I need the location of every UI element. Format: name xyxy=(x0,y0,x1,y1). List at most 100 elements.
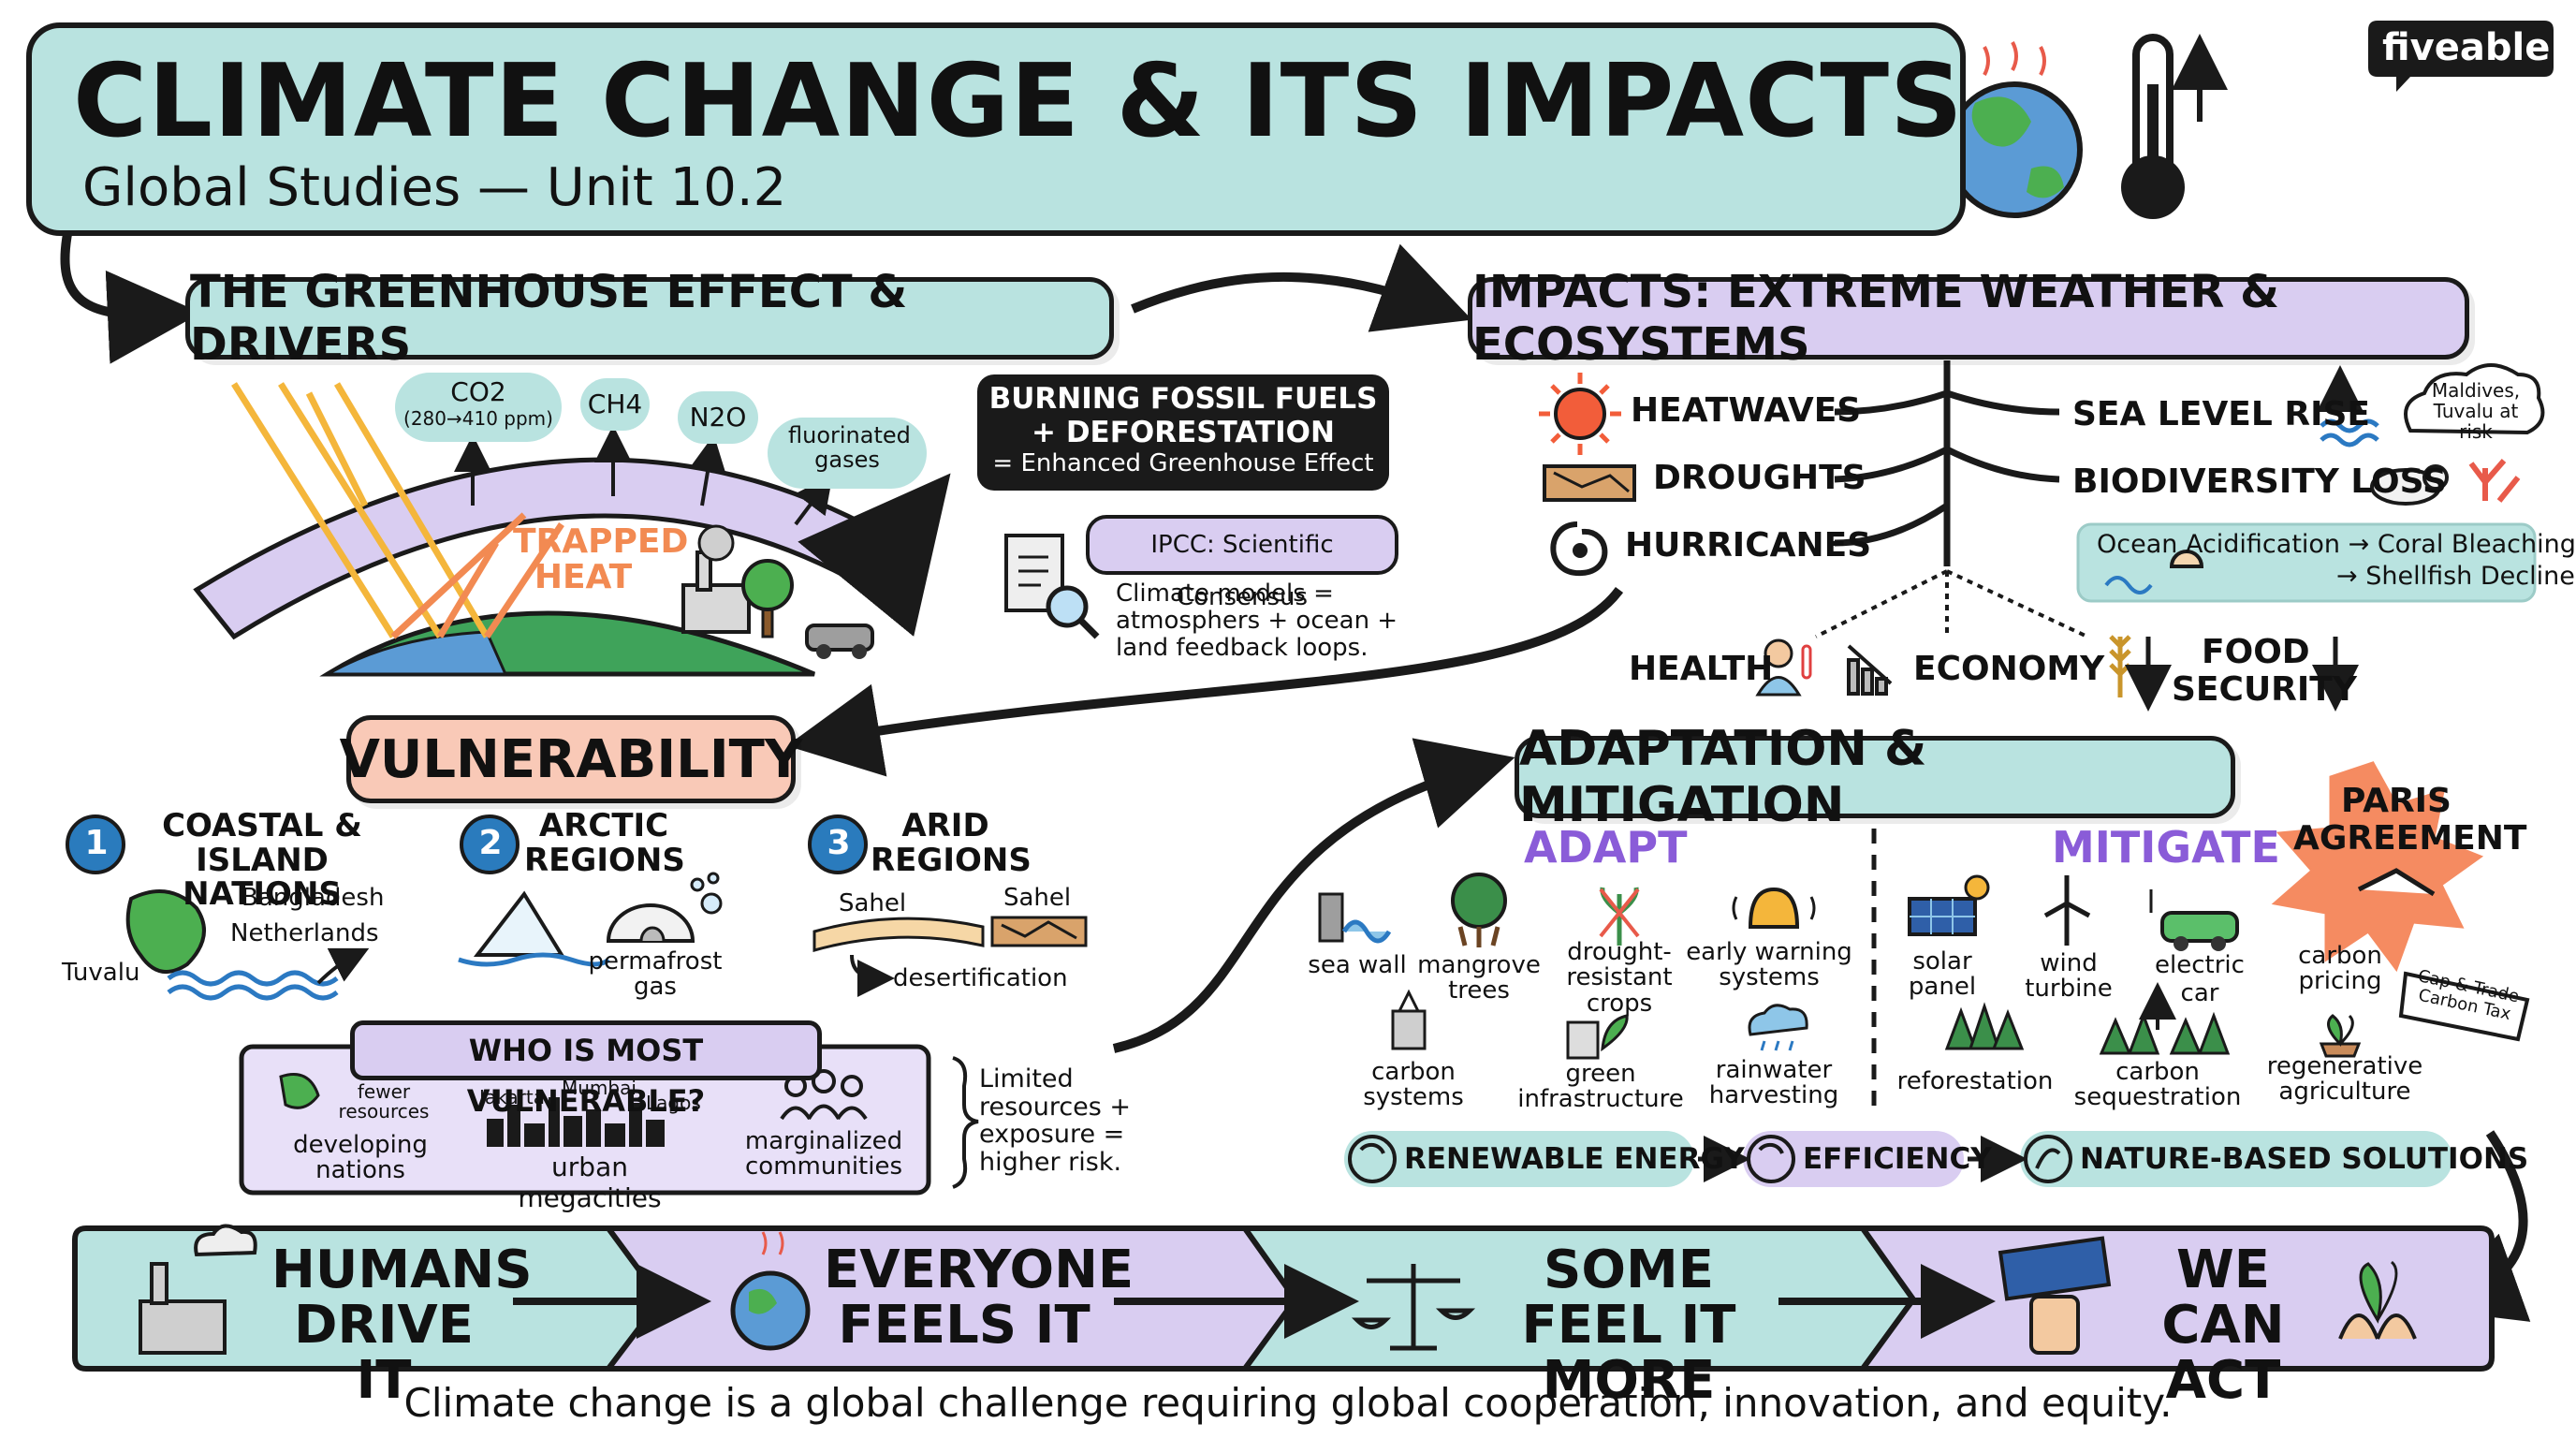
arrow-greenhouse-to-impacts xyxy=(1131,243,1472,332)
desertification-label: desertification xyxy=(893,964,1068,992)
page-title: CLIMATE CHANGE & ITS IMPACTS xyxy=(73,43,1964,160)
co2-bubble: CO2 (280→410 ppm) xyxy=(395,373,562,442)
cracked-ground-icon xyxy=(1543,464,1636,502)
fluorinated-bubble: fluorinated gases xyxy=(768,418,927,489)
title-banner xyxy=(26,22,1966,236)
alarm-bell-icon xyxy=(1732,887,1816,929)
economy-label: ECONOMY xyxy=(1913,650,2105,688)
drivers-line2: + DEFORESTATION xyxy=(1032,416,1335,449)
impacts-tree xyxy=(1834,360,2060,566)
sequestration-trees-icon xyxy=(2099,982,2231,1055)
region-arid-title: ARID REGIONS xyxy=(871,807,1032,879)
crop-icon xyxy=(1599,887,1640,946)
adapt-item-green-infra: green infrastructure xyxy=(1517,1060,1684,1114)
thermometer-icon xyxy=(2121,34,2228,219)
scales-icon xyxy=(1351,1264,1476,1351)
down-arrows xyxy=(2125,637,2359,712)
arid-land-icon xyxy=(812,916,1088,952)
desertification-arrow xyxy=(850,954,895,997)
impacts-dotted-links xyxy=(1815,569,2088,638)
adapt-item-carbon-systems: carbon systems xyxy=(1363,1058,1464,1112)
cloud-shape xyxy=(2404,363,2545,435)
hurricane-icon xyxy=(1550,521,1608,577)
fewer-resources-label: fewer resources xyxy=(338,1080,430,1123)
green-building-icon xyxy=(1566,1014,1629,1060)
climate-models-note: Climate models = atmosphers + ocean + la… xyxy=(1116,580,1398,663)
health-label: HEALTH xyxy=(1629,650,1774,688)
drivers-line3: = Enhanced Greenhouse Effect xyxy=(992,449,1374,477)
biodiversity-label: BIODIVERSITY LOSS xyxy=(2072,462,2447,501)
arrow-vulnerability-to-adaptation xyxy=(1112,738,1515,1053)
sea-wall-icon xyxy=(1318,892,1392,944)
tuvalu-label: Tuvalu xyxy=(62,959,140,987)
impacts-heading: IMPACTS: EXTREME WEATHER & ECOSYSTEMS xyxy=(1468,266,2469,371)
adapt-item-warning: early warning systems xyxy=(1686,938,1852,992)
cycle-icons xyxy=(1348,1135,2072,1183)
flow-renewable-label: RENEWABLE ENERGY xyxy=(1404,1142,1745,1176)
ocean-acidification-line2: → Shellfish Decline xyxy=(2336,562,2575,591)
carbon-capture-icon xyxy=(1391,989,1427,1050)
adapt-item-crops: drought-resistant crops xyxy=(1566,938,1673,1018)
adapt-item-rainwater: rainwater harvesting xyxy=(1708,1056,1839,1110)
bubbles-icon xyxy=(690,872,723,915)
co2-range: (280→410 ppm) xyxy=(403,407,553,430)
flow-pill-renewable xyxy=(1344,1131,1694,1187)
vulnerability-heading-text: VULNERABILITY xyxy=(339,728,803,790)
globe-icon xyxy=(1946,41,2083,218)
flow-pill-nature xyxy=(2020,1131,2452,1187)
footer-tagline: Climate change is a global challenge req… xyxy=(403,1380,2173,1426)
rain-cloud-icon xyxy=(1748,1004,1808,1051)
skyline-icon xyxy=(487,1097,665,1147)
bangladesh-label: Bangladesh xyxy=(242,884,385,912)
coral-icon xyxy=(2468,459,2521,503)
drivers-line1: BURNING FOSSIL FUELS xyxy=(988,382,1378,416)
solar-panel-icon xyxy=(1908,874,1990,936)
trapped-heat-label: TRAPPED HEAT xyxy=(513,522,689,596)
n2o-bubble: N2O xyxy=(678,391,758,444)
mitigate-item-regenerative: regenerative agriculture xyxy=(2266,1052,2423,1107)
step-everyone: EVERYONE FEELS IT xyxy=(824,1240,1134,1356)
mitigate-item-ev: electric car xyxy=(2155,951,2245,1007)
step-humans: HUMANS DRIVE IT xyxy=(271,1240,533,1411)
wheat-icon xyxy=(2109,635,2131,697)
flow-nature-label: NATURE-BASED SOLUTIONS xyxy=(2080,1142,2529,1176)
heatwaves-label: HEATWAVES xyxy=(1631,391,1862,430)
marginalized-label: marginalized communities xyxy=(744,1127,903,1181)
ipcc-label: IPCC: Scientific Consensus xyxy=(1086,515,1398,611)
netherlands-label: Netherlands xyxy=(230,919,379,947)
sahel-label-1: Sahel xyxy=(839,889,907,917)
vulnerability-heading: VULNERABILITY xyxy=(340,715,802,803)
mitigate-item-sequestration: carbon sequestration xyxy=(2073,1058,2242,1112)
who-heading: WHO IS MOST VULNERABLE? xyxy=(350,1020,822,1119)
brace xyxy=(952,1056,979,1189)
city-mumbai: Mumbai xyxy=(562,1077,637,1099)
mitigate-item-pricing: carbon pricing xyxy=(2298,942,2382,996)
drivers-box: BURNING FOSSIL FUELS + DEFORESTATION = E… xyxy=(977,374,1389,491)
badge-1-number: 1 xyxy=(84,824,109,862)
brand-badge xyxy=(2368,21,2554,92)
brand-logo-text: fiveable xyxy=(2382,26,2551,69)
rising-emissions-arrow xyxy=(798,473,951,637)
developing-nations-label: developing nations xyxy=(293,1131,428,1185)
arrow-impacts-to-vulnerability xyxy=(786,587,1624,777)
greenhouse-heading: THE GREENHOUSE EFFECT & DRIVERS xyxy=(185,266,1114,371)
mitigate-title: MITIGATE xyxy=(2052,822,2280,873)
tree-icon xyxy=(741,559,794,638)
urban-megacities-label: urban megacities xyxy=(518,1152,662,1213)
iceberg-icon xyxy=(458,890,610,967)
page-subtitle: Global Studies — Unit 10.2 xyxy=(82,157,787,218)
person-thermometer-icon xyxy=(1755,638,1812,697)
fist-solar-icon xyxy=(1998,1236,2112,1355)
warming-globe-icon xyxy=(730,1231,811,1351)
greenhouse-heading-text: THE GREENHOUSE EFFECT & DRIVERS xyxy=(190,266,908,371)
document-magnifier-icon xyxy=(1004,534,1100,639)
badge-3-number: 3 xyxy=(827,824,851,862)
flow-pill-efficiency xyxy=(1743,1131,1964,1187)
mitigate-item-wind: wind turbine xyxy=(2025,949,2113,1004)
ocean-acidification-box xyxy=(2076,522,2537,603)
hands-plant-icon xyxy=(2338,1260,2417,1340)
igloo-icon xyxy=(606,903,695,943)
polar-bear-icon xyxy=(2370,464,2449,506)
city-lagos: Lagos xyxy=(646,1092,701,1114)
